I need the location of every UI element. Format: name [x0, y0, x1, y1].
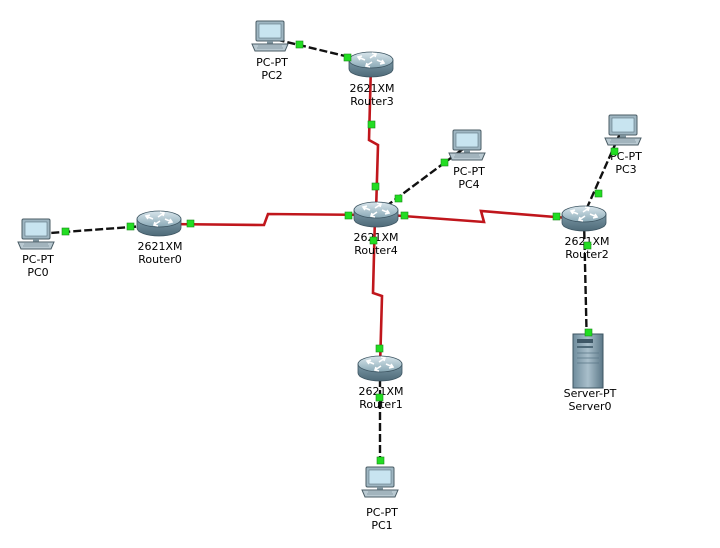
device-pc0[interactable]: PC-PT PC0 [17, 218, 55, 279]
device-name-label: PC4 [458, 178, 479, 191]
port-light-icon [367, 120, 376, 129]
router-icon [561, 205, 607, 232]
pc-icon [361, 466, 399, 498]
port-light-icon [371, 182, 380, 191]
port-light-icon [583, 241, 592, 250]
device-name-label: Server0 [568, 400, 611, 413]
device-pc3[interactable]: PC-PT PC3 [604, 114, 642, 176]
link-router0-pc0[interactable] [36, 223, 159, 236]
router-icon [357, 355, 403, 382]
device-pc1[interactable]: PC-PT PC1 [361, 466, 399, 532]
device-model-label: Server-PT [564, 387, 617, 400]
router-icon [136, 210, 182, 237]
port-light-icon [375, 344, 384, 353]
pc-icon [17, 218, 55, 250]
pc-icon [604, 114, 642, 146]
pc-icon [448, 129, 486, 161]
port-light-icon [343, 53, 352, 62]
port-light-icon [295, 40, 304, 49]
port-light-icon [369, 236, 378, 245]
device-model-label: 2621XM [564, 235, 609, 248]
links [36, 36, 624, 484]
port-light-icon [376, 456, 385, 465]
device-name-label: PC3 [615, 163, 636, 176]
device-name-label: PC1 [371, 519, 392, 532]
device-model-label: PC-PT [256, 56, 288, 69]
device-model-label: 2621XM [349, 82, 394, 95]
device-name-label: Router3 [350, 95, 393, 108]
device-pc2[interactable]: PC-PT PC2 [251, 20, 289, 82]
device-model-label: 2621XM [358, 385, 403, 398]
port-light-icon [375, 393, 384, 402]
device-model-label: PC-PT [366, 506, 398, 519]
link-router4-router3[interactable] [367, 63, 380, 213]
device-model-label: 2621XM [137, 240, 182, 253]
device-name-label: Router2 [565, 248, 608, 261]
device-name-label: Router0 [138, 253, 181, 266]
device-router2[interactable]: 2621XM Router2 [561, 205, 610, 261]
port-light-icon [344, 211, 353, 220]
port-light-icon [440, 158, 449, 167]
port-light-icon [610, 147, 619, 156]
device-model-label: PC-PT [453, 165, 485, 178]
device-pc4[interactable]: PC-PT PC4 [448, 129, 486, 191]
port-light-icon [552, 212, 561, 221]
device-router0[interactable]: 2621XM Router0 [136, 210, 183, 266]
device-server0[interactable]: Server-PT Server0 [564, 333, 617, 413]
port-light-icon [400, 211, 409, 220]
device-model-label: PC-PT [22, 253, 54, 266]
link-router4-router0[interactable] [164, 212, 376, 227]
link-router4-router1[interactable] [371, 215, 384, 368]
port-light-icon [584, 328, 593, 337]
port-lights [61, 40, 619, 465]
router-icon [348, 51, 394, 78]
port-light-icon [126, 222, 135, 231]
port-light-icon [594, 189, 603, 198]
port-light-icon [394, 194, 403, 203]
device-router3[interactable]: 2621XM Router3 [348, 51, 395, 108]
port-light-icon [186, 219, 195, 228]
server-icon [572, 333, 604, 389]
device-name-label: PC2 [261, 69, 282, 82]
device-name-label: Router1 [359, 398, 402, 411]
router-icon [353, 201, 399, 228]
pc-icon [251, 20, 289, 52]
link-router4-router2[interactable] [375, 209, 581, 224]
device-router4[interactable]: 2621XM Router4 [353, 201, 399, 257]
device-name-label: PC0 [27, 266, 48, 279]
device-name-label: Router4 [354, 244, 397, 257]
device-router1[interactable]: 2621XM Router1 [357, 355, 404, 411]
port-light-icon [61, 227, 70, 236]
